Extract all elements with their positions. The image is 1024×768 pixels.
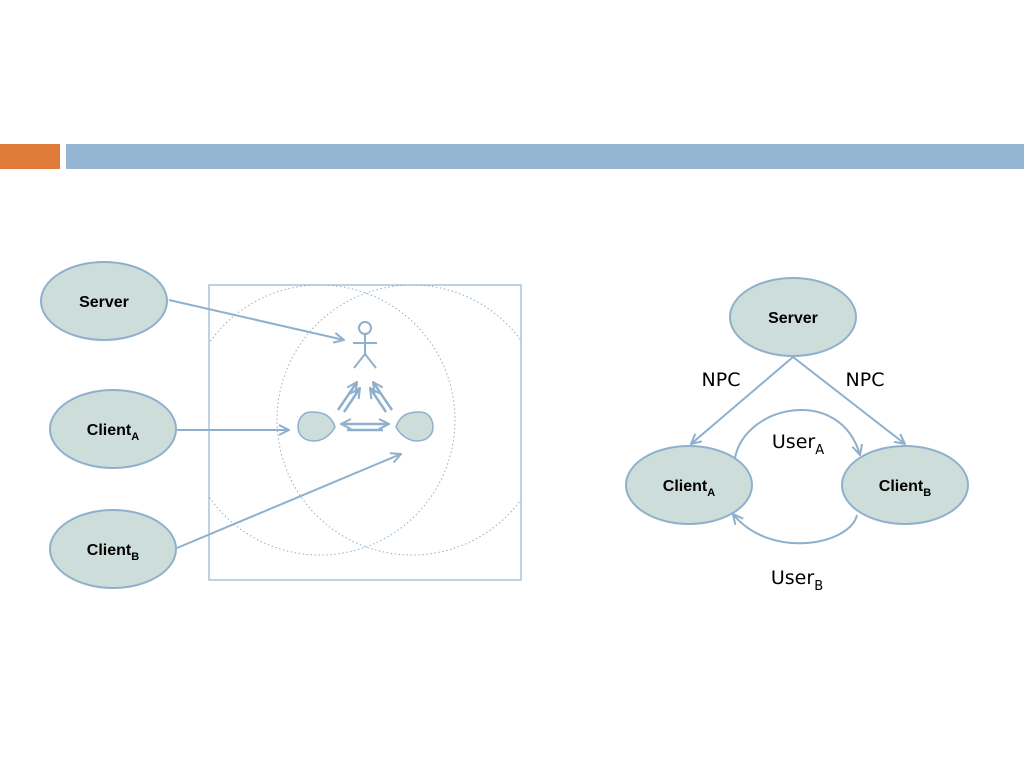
- left-client-b-label: ClientB: [87, 542, 139, 563]
- npc-label-right: NPC: [846, 369, 885, 391]
- area-circle-left: [209, 285, 456, 556]
- connector-arrows: [168, 299, 401, 549]
- user-a-edge: [734, 409, 860, 459]
- user-b-edge: [733, 514, 858, 545]
- right-client-b-node: ClientB: [841, 445, 969, 525]
- header-accent-orange: [0, 144, 60, 169]
- left-server-node: Server: [40, 261, 168, 341]
- right-client-b-label: ClientB: [879, 478, 931, 499]
- left-server-label: Server: [79, 294, 129, 311]
- user-b-avatar-icon: [395, 411, 434, 442]
- left-client-a-label: ClientA: [87, 422, 139, 443]
- interaction-arrows: [336, 382, 394, 432]
- server-to-client-a-edge: [691, 356, 794, 444]
- server-to-client-b-edge: [792, 356, 905, 444]
- right-server-label: Server: [768, 310, 818, 327]
- right-diagram: Server ClientA ClientB NPC NPC UserA Use…: [625, 277, 969, 594]
- npc-figure-icon: [353, 321, 377, 369]
- npc-label-left: NPC: [702, 369, 741, 391]
- left-client-a-node: ClientA: [49, 389, 177, 469]
- user-a-label: UserA: [772, 431, 824, 458]
- right-server-node: Server: [729, 277, 857, 357]
- server-to-npc-arrow: [168, 299, 344, 340]
- header-accent-blue: [66, 144, 1024, 169]
- client-b-to-user-b-arrow: [176, 454, 401, 549]
- left-client-b-node: ClientB: [49, 509, 177, 589]
- right-client-a-label: ClientA: [663, 478, 715, 499]
- user-b-label: UserB: [771, 567, 823, 594]
- world-box: [208, 284, 522, 581]
- right-client-a-node: ClientA: [625, 445, 753, 525]
- left-diagram: Server ClientA ClientB: [40, 261, 522, 589]
- user-a-avatar-icon: [297, 411, 336, 442]
- right-edges: [691, 356, 905, 545]
